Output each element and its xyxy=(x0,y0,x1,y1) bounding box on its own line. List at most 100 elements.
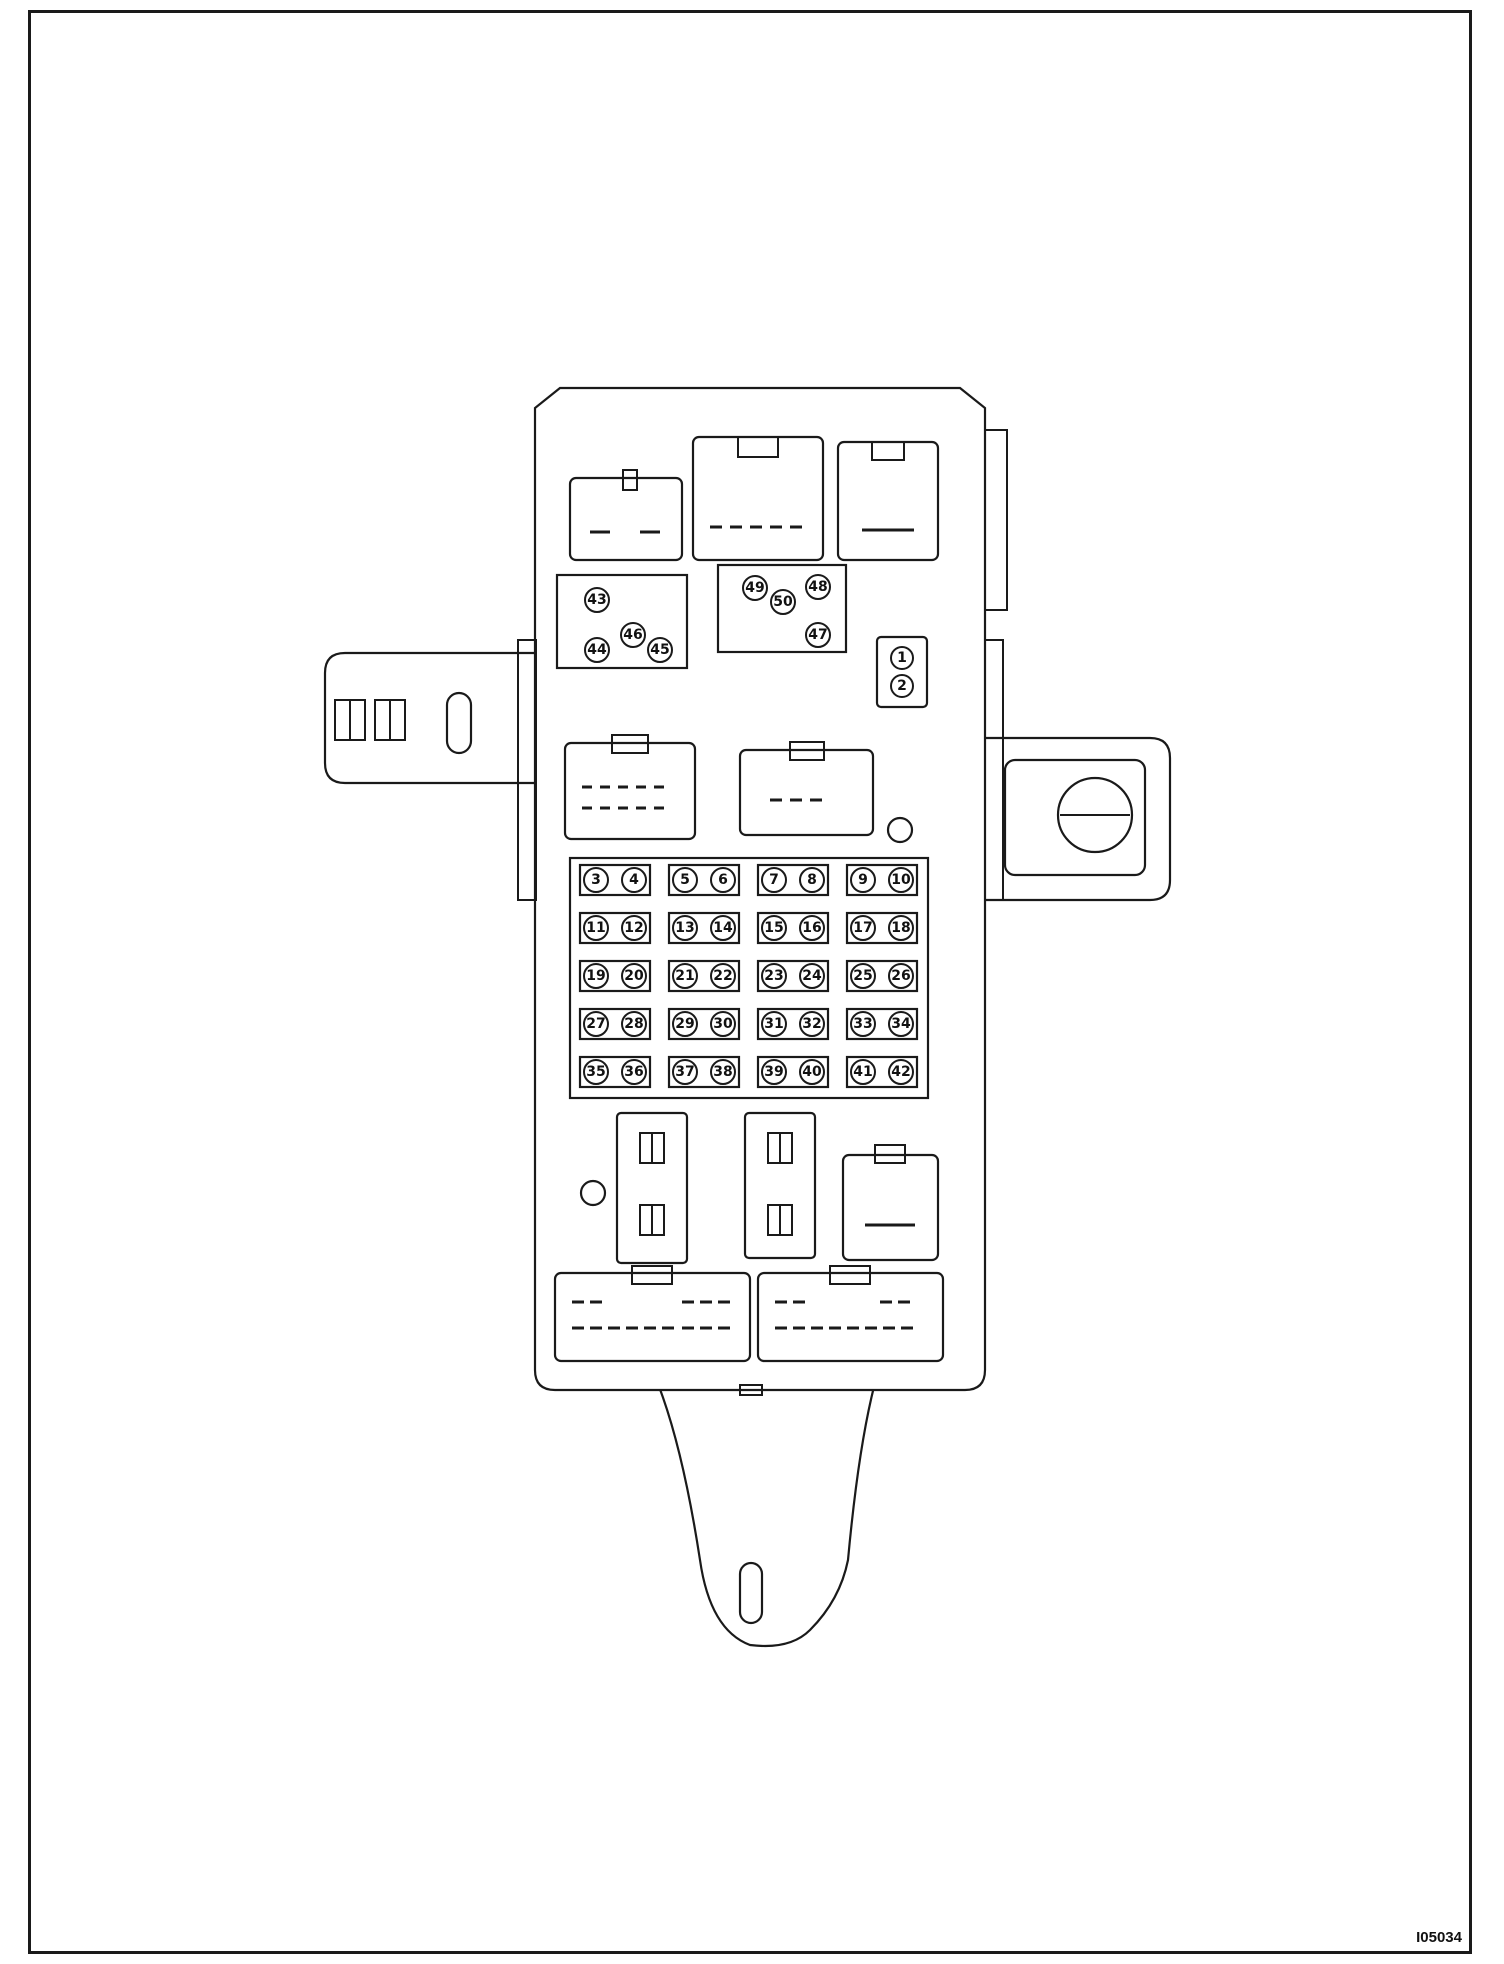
middle-connector-left xyxy=(563,741,697,841)
fuse-label: 27 xyxy=(583,1011,609,1037)
svg-text:33: 33 xyxy=(853,1016,872,1032)
svg-text:12: 12 xyxy=(624,920,643,936)
svg-text:15: 15 xyxy=(764,920,783,936)
svg-text:41: 41 xyxy=(853,1064,872,1080)
svg-text:42: 42 xyxy=(891,1064,910,1080)
svg-text:34: 34 xyxy=(891,1016,911,1032)
svg-text:21: 21 xyxy=(675,968,694,984)
fuse-label: 16 xyxy=(799,915,825,941)
fuse-label: 36 xyxy=(621,1059,647,1085)
fuse-label: 37 xyxy=(672,1059,698,1085)
svg-text:4: 4 xyxy=(629,872,639,888)
fuse-label: 30 xyxy=(710,1011,736,1037)
fuse-label: 38 xyxy=(710,1059,736,1085)
svg-text:26: 26 xyxy=(891,968,910,984)
svg-text:10: 10 xyxy=(891,872,911,888)
svg-text:8: 8 xyxy=(807,872,817,888)
svg-text:11: 11 xyxy=(586,920,605,936)
svg-text:5: 5 xyxy=(680,872,690,888)
bottom-mounting-tab xyxy=(648,1363,882,1648)
svg-text:47: 47 xyxy=(808,627,827,643)
svg-text:29: 29 xyxy=(675,1016,694,1032)
relay-pin-label: 44 xyxy=(584,637,610,663)
svg-text:27: 27 xyxy=(586,1016,605,1032)
fuse-label: 8 xyxy=(799,867,825,893)
fuse-label: 22 xyxy=(710,963,736,989)
fuse-label: 39 xyxy=(761,1059,787,1085)
svg-text:45: 45 xyxy=(650,642,669,658)
bottom-connector-left-pins xyxy=(572,1300,730,1330)
svg-text:46: 46 xyxy=(623,627,642,643)
fuse-label: 11 xyxy=(583,915,609,941)
fuse-label: 4 xyxy=(621,867,647,893)
relay-pin-label: 50 xyxy=(770,589,796,615)
fuse-label: 10 xyxy=(888,867,914,893)
fuse-label: 5 xyxy=(672,867,698,893)
fuse-label: 32 xyxy=(799,1011,825,1037)
top-connector-center xyxy=(691,435,825,562)
svg-text:30: 30 xyxy=(713,1016,733,1032)
svg-text:17: 17 xyxy=(853,920,872,936)
svg-text:20: 20 xyxy=(624,968,644,984)
relay-pin-label: 43 xyxy=(584,587,610,613)
relay-pin-label: 1 xyxy=(890,646,914,670)
svg-text:14: 14 xyxy=(713,920,733,936)
fuse-label: 42 xyxy=(888,1059,914,1085)
fuse-label: 31 xyxy=(761,1011,787,1037)
fuse-label: 6 xyxy=(710,867,736,893)
fuse-label: 21 xyxy=(672,963,698,989)
fuse-label: 23 xyxy=(761,963,787,989)
lower-connector-right xyxy=(841,1153,940,1262)
fuse-label: 17 xyxy=(850,915,876,941)
svg-text:3: 3 xyxy=(591,872,601,888)
fuse-label: 13 xyxy=(672,915,698,941)
relay-pin-label: 46 xyxy=(620,622,646,648)
fuse-label: 14 xyxy=(710,915,736,941)
svg-text:6: 6 xyxy=(718,872,728,888)
svg-text:18: 18 xyxy=(891,920,910,936)
body-bottom-slot xyxy=(739,1384,763,1396)
fuse-label: 7 xyxy=(761,867,787,893)
bottom-connector-right-pins xyxy=(775,1300,913,1330)
svg-text:32: 32 xyxy=(802,1016,821,1032)
svg-text:43: 43 xyxy=(587,592,606,608)
svg-text:39: 39 xyxy=(764,1064,783,1080)
lower-relay-right xyxy=(743,1111,817,1260)
bottom-connector-left xyxy=(553,1271,752,1363)
svg-text:48: 48 xyxy=(808,579,827,595)
fuse-label: 33 xyxy=(850,1011,876,1037)
svg-text:22: 22 xyxy=(713,968,732,984)
body-side-rib-right xyxy=(984,639,1004,901)
relay-pin-label: 45 xyxy=(647,637,673,663)
fuse-label: 20 xyxy=(621,963,647,989)
relay-pin-label: 2 xyxy=(890,674,914,698)
fuse-label: 3 xyxy=(583,867,609,893)
left-bracket-slot xyxy=(445,691,473,755)
fuse-label: 29 xyxy=(672,1011,698,1037)
fuse-label: 18 xyxy=(888,915,914,941)
fuse-label: 24 xyxy=(799,963,825,989)
bottom-connector-right xyxy=(756,1271,945,1363)
fuse-label: 12 xyxy=(621,915,647,941)
middle-connector-right xyxy=(738,748,875,837)
drawing-frame xyxy=(28,10,1472,1954)
top-connector-left xyxy=(568,476,684,562)
svg-text:2: 2 xyxy=(897,678,907,694)
fuse-label: 40 xyxy=(799,1059,825,1085)
svg-text:23: 23 xyxy=(764,968,783,984)
svg-text:16: 16 xyxy=(802,920,821,936)
fuse-label: 15 xyxy=(761,915,787,941)
svg-text:1: 1 xyxy=(897,650,907,666)
locating-hole-lower xyxy=(579,1179,607,1207)
svg-text:38: 38 xyxy=(713,1064,732,1080)
svg-text:35: 35 xyxy=(586,1064,605,1080)
svg-text:49: 49 xyxy=(745,580,764,596)
relay-pin-label: 48 xyxy=(805,574,831,600)
svg-text:19: 19 xyxy=(586,968,605,984)
fuse-label: 34 xyxy=(888,1011,914,1037)
fuse-label: 9 xyxy=(850,867,876,893)
fuse-label: 35 xyxy=(583,1059,609,1085)
relay-pin-label: 47 xyxy=(805,622,831,648)
